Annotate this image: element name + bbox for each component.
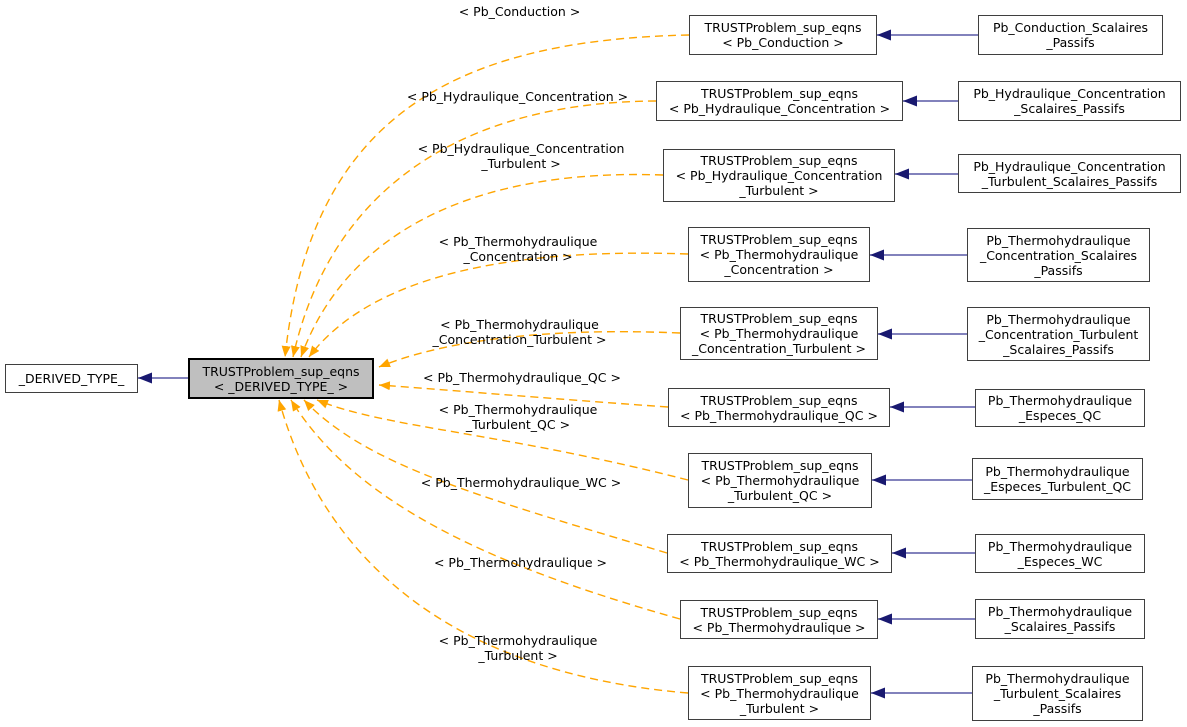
template-arg-label: < Pb_Thermohydraulique _Concentration_Tu…: [432, 317, 607, 347]
template-arg-label: < Pb_Thermohydraulique_WC >: [420, 475, 622, 490]
derived-class-box[interactable]: Pb_Thermohydraulique _Concentration_Turb…: [967, 307, 1150, 361]
base-type-box[interactable]: _DERIVED_TYPE_: [5, 364, 138, 393]
current-class-box: TRUSTProblem_sup_eqns < _DERIVED_TYPE_ >: [188, 358, 374, 399]
derived-class-box[interactable]: Pb_Thermohydraulique _Especes_QC: [975, 389, 1145, 427]
template-arg-label: < Pb_Hydraulique_Concentration _Turbulen…: [417, 141, 625, 171]
template-instance-box[interactable]: TRUSTProblem_sup_eqns < Pb_Thermohydraul…: [688, 227, 870, 282]
template-instance-box[interactable]: TRUSTProblem_sup_eqns < Pb_Thermohydraul…: [680, 600, 878, 639]
template-instance-box[interactable]: TRUSTProblem_sup_eqns < Pb_Thermohydraul…: [688, 453, 872, 508]
template-arg-label: < Pb_Thermohydraulique >: [433, 555, 608, 570]
derived-class-box[interactable]: Pb_Hydraulique_Concentration _Turbulent_…: [958, 154, 1181, 193]
derived-class-box[interactable]: Pb_Thermohydraulique _Especes_Turbulent_…: [972, 458, 1143, 500]
derived-class-box[interactable]: Pb_Thermohydraulique _Especes_WC: [975, 534, 1145, 573]
template-arg-label: < Pb_Conduction >: [458, 4, 581, 19]
template-instance-box[interactable]: TRUSTProblem_sup_eqns < Pb_Thermohydraul…: [667, 534, 892, 573]
template-arg-label: < Pb_Thermohydraulique _Turbulent_QC >: [438, 402, 598, 432]
template-arg-label: < Pb_Thermohydraulique _Turbulent >: [438, 633, 598, 663]
derived-class-box[interactable]: Pb_Thermohydraulique _Turbulent_Scalaire…: [972, 666, 1143, 721]
derived-class-box[interactable]: Pb_Conduction_Scalaires _Passifs: [978, 15, 1163, 55]
template-instance-box[interactable]: TRUSTProblem_sup_eqns < Pb_Thermohydraul…: [680, 307, 878, 360]
derived-class-box[interactable]: Pb_Thermohydraulique _Concentration_Scal…: [967, 228, 1150, 282]
derived-class-box[interactable]: Pb_Thermohydraulique _Scalaires_Passifs: [975, 599, 1145, 639]
template-relation-edges: [277, 34, 690, 694]
template-arg-label: < Pb_Hydraulique_Concentration >: [406, 89, 629, 104]
template-instance-box[interactable]: TRUSTProblem_sup_eqns < Pb_Thermohydraul…: [668, 388, 890, 427]
inheritance-edges: [138, 29, 978, 699]
derived-class-box[interactable]: Pb_Hydraulique_Concentration _Scalaires_…: [958, 81, 1181, 121]
template-instance-box[interactable]: TRUSTProblem_sup_eqns < Pb_Hydraulique_C…: [663, 149, 895, 202]
template-instance-box[interactable]: TRUSTProblem_sup_eqns < Pb_Thermohydraul…: [688, 666, 871, 720]
template-instance-box[interactable]: TRUSTProblem_sup_eqns < Pb_Hydraulique_C…: [656, 81, 903, 121]
template-arg-label: < Pb_Thermohydraulique_QC >: [423, 370, 621, 385]
template-arg-label: < Pb_Thermohydraulique _Concentration >: [438, 234, 598, 264]
template-instance-box[interactable]: TRUSTProblem_sup_eqns < Pb_Conduction >: [689, 15, 877, 55]
